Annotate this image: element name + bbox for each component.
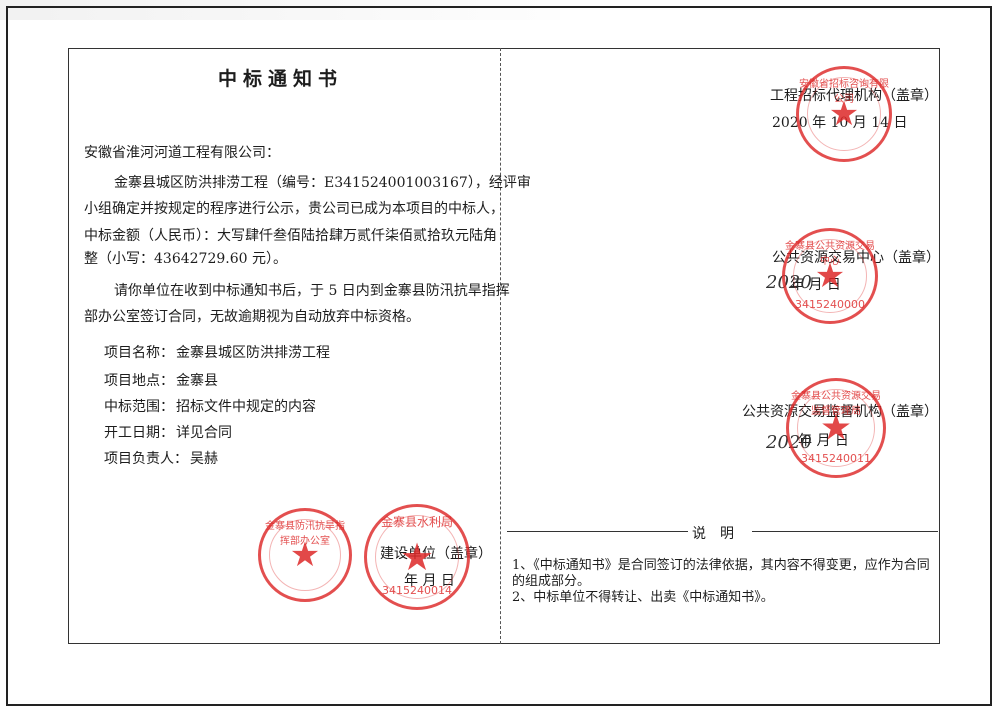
seal-inner-ring: [807, 77, 881, 151]
field-bid-scope: 中标范围：招标文件中规定的内容: [104, 398, 316, 416]
note-line-1: 1、《中标通知书》是合同签订的法律依据，其内容不得变更，应作为合同: [512, 558, 930, 573]
trading-center-seal: 金寨县公共资源交易中心 ★ 3415240000: [782, 228, 878, 324]
center-divider: [500, 48, 501, 644]
salutation: 安徽省淮河河道工程有限公司：: [84, 145, 280, 161]
field-key: 项目名称：: [104, 345, 174, 361]
seal-inner-ring: [269, 519, 341, 591]
seal-inner-ring: [375, 515, 459, 599]
note-line-2: 的组成部分。: [512, 574, 591, 589]
body-line-2: 小组确定并按规定的程序进行公示，贵公司已成为本项目的中标人，: [84, 201, 504, 217]
seal-text: 金寨县公共资源交易监督管理局: [791, 391, 881, 417]
notice-document: [68, 48, 940, 644]
seal-code: 3415240000: [795, 298, 865, 311]
body-line-4: 整（小写：43642729.60 元）。: [84, 251, 287, 267]
body-line-1: 金寨县城区防洪排涝工程（编号：E341524001003167），经评审: [114, 175, 531, 191]
water-bureau-seal: 金寨县水利局 ★ 3415240014: [364, 504, 470, 610]
flood-control-seal: 金寨县防汛抗旱指挥部办公室 ★: [258, 508, 352, 602]
supervisor-seal: 金寨县公共资源交易监督管理局 ★ 3415240011: [786, 378, 886, 478]
field-key: 项目地点：: [104, 373, 174, 389]
body-line-3: 中标金额（人民币）：大写肆仟叁佰陆拾肆万贰仟柒佰贰拾玖元陆角: [84, 228, 497, 244]
field-value: 金寨县: [176, 373, 218, 389]
seal-inner-ring: [793, 239, 867, 313]
page-frame: [6, 6, 992, 706]
star-icon: ★: [819, 407, 853, 449]
star-icon: ★: [289, 535, 321, 575]
star-icon: ★: [828, 94, 860, 134]
field-value: 吴赫: [190, 451, 218, 467]
star-icon: ★: [814, 256, 846, 296]
body-line-6: 部办公室签订合同，无故逾期视为自动放弃中标资格。: [84, 309, 420, 325]
seal-code: 3415240014: [382, 584, 452, 597]
field-value: 招标文件中规定的内容: [176, 399, 316, 415]
field-value: 金寨县城区防洪排涝工程: [176, 345, 330, 361]
field-project-name: 项目名称：金寨县城区防洪排涝工程: [104, 344, 330, 362]
seal-text: 金寨县公共资源交易中心: [785, 241, 875, 267]
field-project-location: 项目地点：金寨县: [104, 372, 218, 390]
field-key: 开工日期：: [104, 425, 174, 441]
scan-noise: [0, 0, 560, 20]
star-icon: ★: [399, 535, 435, 579]
seal-text: 金寨县水利局: [380, 515, 453, 529]
field-key: 中标范围：: [104, 399, 174, 415]
seal-text: 金寨县防汛抗旱指挥部办公室: [265, 521, 345, 547]
seal-code: 3415240011: [801, 452, 871, 465]
seal-text: 安徽省招标咨询有限公司: [799, 79, 889, 105]
field-project-manager: 项目负责人：吴赫: [104, 450, 218, 468]
field-key: 项目负责人：: [104, 451, 188, 467]
notes-title: 说明: [688, 525, 752, 543]
note-line-3: 2、中标单位不得转让、出卖《中标通知书》。: [512, 590, 774, 605]
body-line-5: 请你单位在收到中标通知书后，于 5 日内到金寨县防汛抗旱指挥: [114, 283, 510, 299]
notice-title: 中标通知书: [218, 68, 344, 90]
field-value: 详见合同: [176, 425, 232, 441]
seal-inner-ring: [797, 389, 875, 467]
agent-seal: 安徽省招标咨询有限公司 ★: [796, 66, 892, 162]
field-start-date: 开工日期：详见合同: [104, 424, 232, 442]
